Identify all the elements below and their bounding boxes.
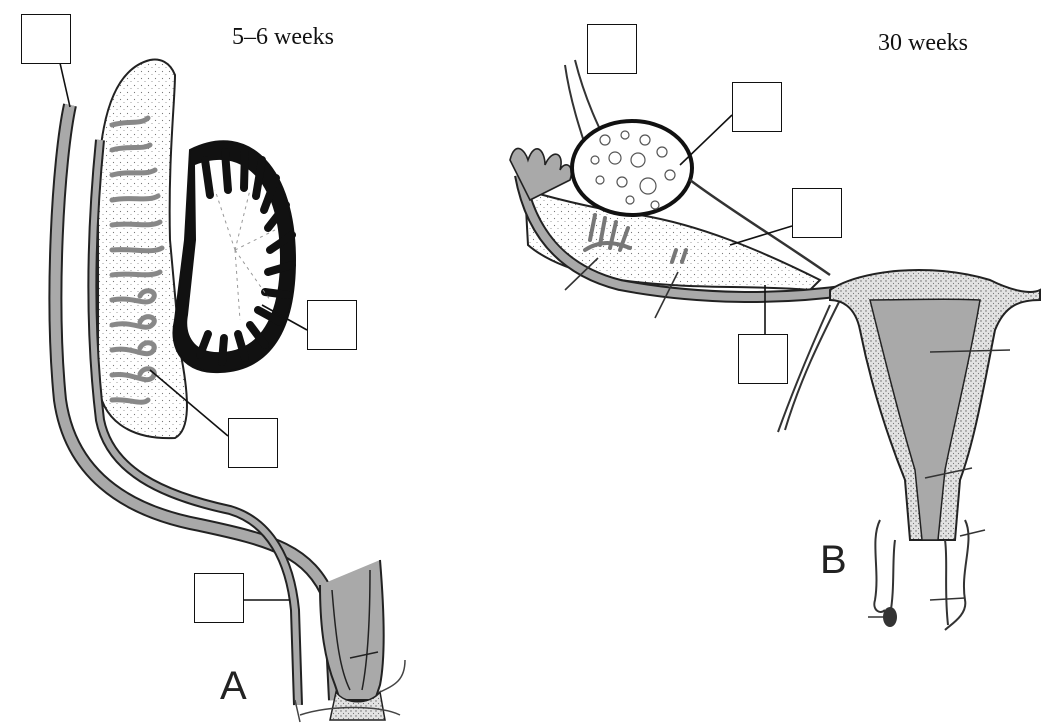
label-box-a-mesonephros[interactable] <box>228 418 278 468</box>
panel-a-time-label: 5–6 weeks <box>232 24 334 51</box>
panel-b-letter: B <box>820 538 847 583</box>
label-box-b-tube[interactable] <box>738 334 788 384</box>
panel-a-letter: A <box>220 664 247 709</box>
label-box-a-duct[interactable] <box>194 573 244 623</box>
label-box-b-top[interactable] <box>587 24 637 74</box>
panel-b-time-label: 30 weeks <box>878 30 968 57</box>
label-box-b-ovary[interactable] <box>732 82 782 132</box>
vestibular-bulb <box>883 607 897 627</box>
label-box-b-ligament[interactable] <box>792 188 842 238</box>
label-box-a-gonad[interactable] <box>307 300 357 350</box>
ovary <box>572 121 692 215</box>
label-box-a-top[interactable] <box>21 14 71 64</box>
